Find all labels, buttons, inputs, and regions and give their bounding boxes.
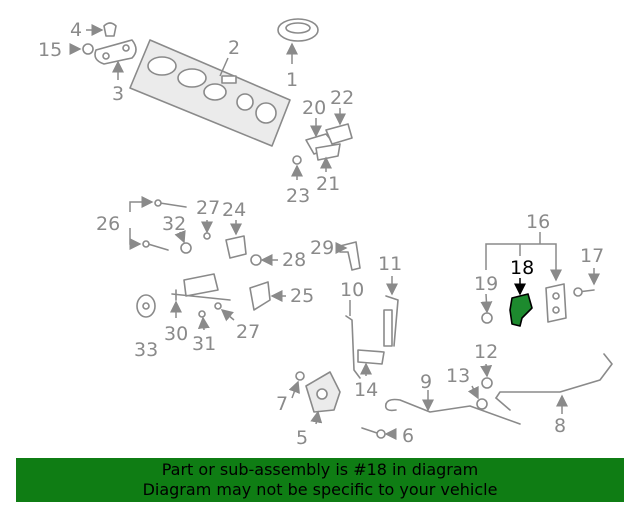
leader-lines (69, 24, 600, 440)
part-30-door-check (171, 273, 231, 301)
callout-16: 16 (526, 211, 550, 233)
callout-26: 26 (96, 213, 120, 235)
part-33-grommet (136, 294, 156, 318)
part-7-screw (295, 371, 305, 381)
banner-line-1: Part or sub-assembly is #18 in diagram (161, 460, 479, 479)
part-16-striker-plate (545, 283, 567, 323)
banner-line-2: Diagram may not be specific to your vehi… (142, 480, 498, 499)
callout-8: 8 (554, 415, 566, 437)
callout-33: 33 (134, 339, 158, 361)
part-4-clip (103, 22, 117, 37)
part-20-21-22-bracket-assembly (305, 123, 353, 161)
part-3-bracket (94, 39, 137, 65)
callout-labels: 1 2 3 4 15 20 22 21 23 26 27 24 32 28 29… (38, 19, 604, 449)
parts-diagram: 1 2 3 4 15 20 22 21 23 26 27 24 32 28 29… (38, 18, 613, 449)
callout-9: 9 (420, 371, 432, 393)
part-11-rod (383, 295, 399, 347)
part-27-clip-lower (214, 302, 222, 310)
part-24-pad (225, 235, 247, 259)
callout-24: 24 (222, 199, 246, 221)
callout-23: 23 (286, 185, 310, 207)
info-banner: Part or sub-assembly is #18 in diagram D… (16, 458, 624, 502)
part-29-bracket (339, 241, 361, 271)
part-27-clip-upper (203, 232, 211, 240)
callout-15: 15 (38, 39, 62, 61)
callout-17: 17 (580, 245, 604, 267)
part-13-clip (476, 398, 488, 410)
callout-19: 19 (474, 273, 498, 295)
part-6-bolt (361, 427, 386, 439)
part-28-grommet (250, 254, 262, 266)
callout-22: 22 (330, 87, 354, 109)
callout-21: 21 (316, 173, 340, 195)
part-8-cable (495, 353, 613, 411)
part-32-nut (180, 242, 192, 254)
part-25-bracket (249, 281, 271, 311)
part-10-rod (345, 315, 361, 379)
part-17-bolt (573, 287, 595, 297)
part-26-screws (142, 199, 187, 251)
callout-20: 20 (302, 97, 326, 119)
part-9-cable (384, 398, 521, 425)
callout-3: 3 (112, 83, 124, 105)
part-31-clip (198, 310, 206, 318)
part-12-clip (481, 377, 493, 389)
callout-2: 2 (228, 37, 240, 59)
part-2-overhead-console (129, 39, 291, 147)
callout-32: 32 (162, 213, 186, 235)
part-23-screw (292, 155, 302, 165)
part-5-latch (305, 371, 341, 413)
callout-25: 25 (290, 285, 314, 307)
callout-31: 31 (192, 333, 216, 355)
callout-18: 18 (510, 257, 534, 279)
callout-5: 5 (296, 427, 308, 449)
part-15-nut (82, 43, 94, 55)
callout-27-lower: 27 (236, 321, 260, 343)
callout-12: 12 (474, 341, 498, 363)
part-1-lamp (277, 18, 319, 42)
callout-1: 1 (286, 69, 298, 91)
callout-6: 6 (402, 425, 414, 447)
callout-29: 29 (310, 237, 334, 259)
callout-13: 13 (446, 365, 470, 387)
callout-7: 7 (276, 393, 288, 415)
part-19-washer (481, 312, 493, 324)
part-14-clip (357, 349, 385, 365)
callout-30: 30 (164, 323, 188, 345)
callout-28: 28 (282, 249, 306, 271)
callout-14: 14 (354, 379, 378, 401)
callout-10: 10 (340, 279, 364, 301)
part-18-lock-actuator (509, 293, 533, 327)
callout-11: 11 (378, 253, 402, 275)
callout-27-upper: 27 (196, 197, 220, 219)
callout-4: 4 (70, 19, 82, 41)
